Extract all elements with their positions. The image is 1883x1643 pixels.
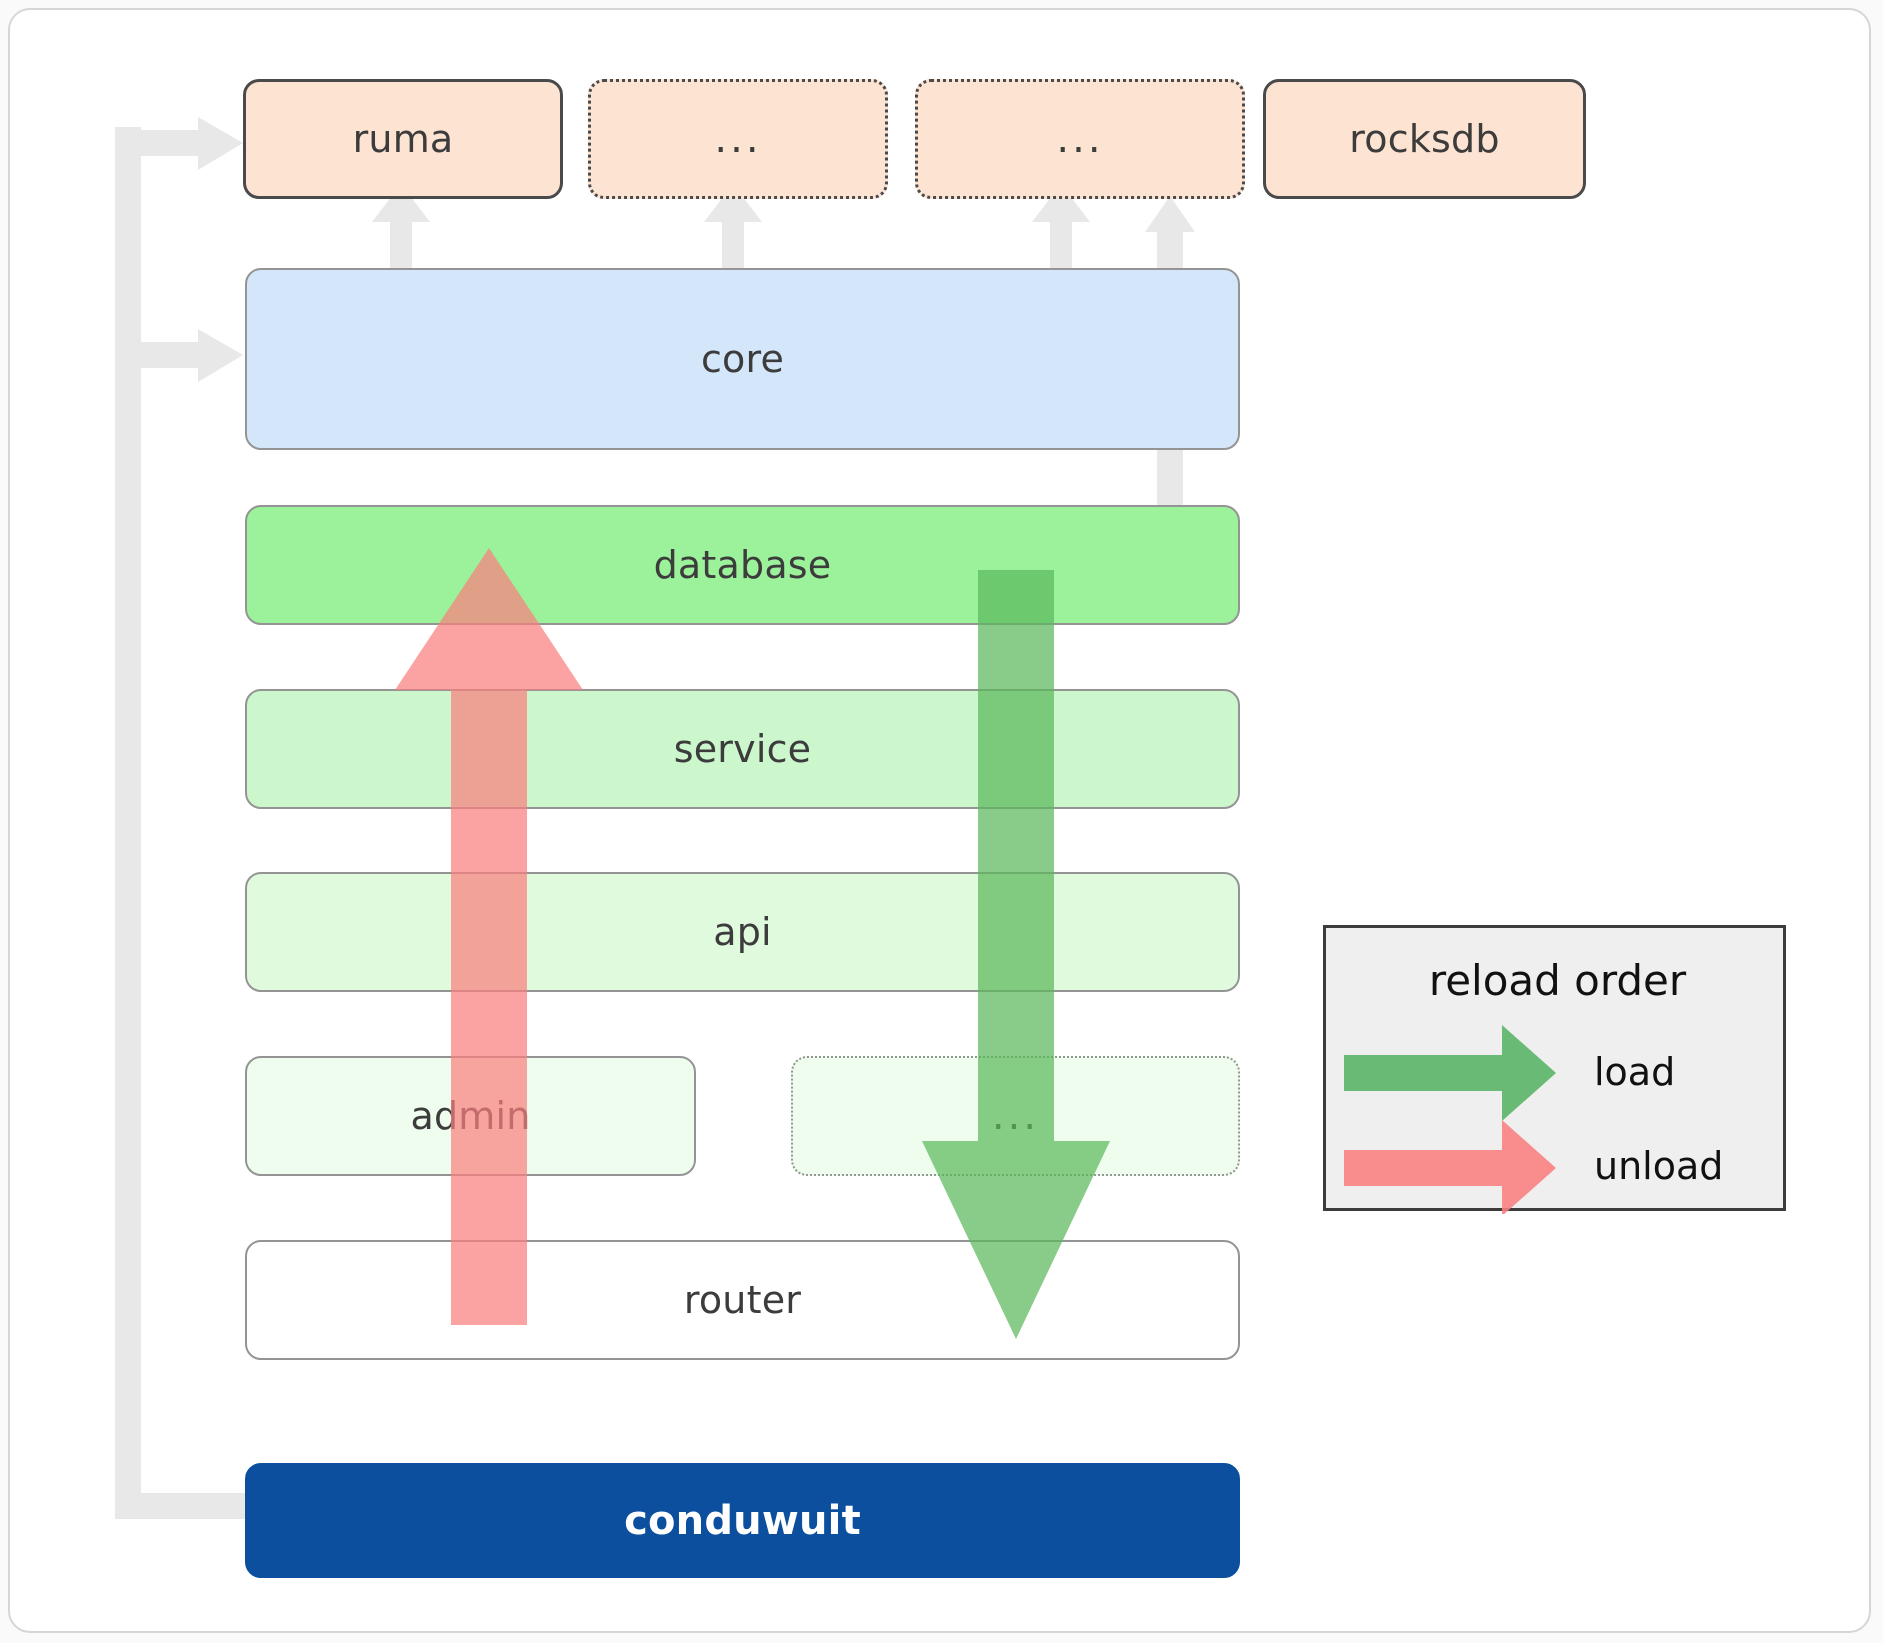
legend-box: reload order load unload bbox=[1323, 925, 1786, 1214]
legend-unload-arrow bbox=[1344, 1120, 1556, 1214]
layer-box-router[interactable]: router bbox=[245, 1240, 1240, 1360]
dependency-box-placeholder-1[interactable]: ... bbox=[588, 79, 888, 199]
dependency-label-placeholder-1: ... bbox=[714, 116, 762, 162]
layer-box-api[interactable]: api bbox=[245, 872, 1240, 992]
legend-title: reload order bbox=[1428, 956, 1687, 1005]
dependency-label-ruma: ruma bbox=[352, 117, 454, 161]
layer-label-database: database bbox=[653, 543, 832, 587]
dependency-label-placeholder-2: ... bbox=[1056, 116, 1104, 162]
legend-load-arrow bbox=[1344, 1025, 1556, 1121]
dependency-box-placeholder-2[interactable]: ... bbox=[915, 79, 1245, 199]
core-box[interactable]: core bbox=[245, 268, 1240, 450]
legend-label-unload: unload bbox=[1594, 1144, 1724, 1188]
layer-label-service: service bbox=[673, 727, 812, 771]
dependency-label-rocksdb: rocksdb bbox=[1349, 117, 1500, 161]
layer-label-placeholder: ... bbox=[991, 1093, 1040, 1139]
layer-box-placeholder[interactable]: ... bbox=[791, 1056, 1240, 1176]
layer-box-admin[interactable]: admin bbox=[245, 1056, 696, 1176]
dependency-box-ruma[interactable]: ruma bbox=[243, 79, 563, 199]
layer-label-admin: admin bbox=[410, 1094, 531, 1138]
legend-label-load: load bbox=[1594, 1050, 1676, 1094]
layer-label-api: api bbox=[713, 910, 772, 954]
legend-arrows bbox=[1344, 1025, 1556, 1214]
root-box-conduwuit[interactable]: conduwuit bbox=[245, 1463, 1240, 1578]
layer-label-router: router bbox=[683, 1278, 802, 1322]
root-label-conduwuit: conduwuit bbox=[624, 1497, 861, 1544]
layer-box-database[interactable]: database bbox=[245, 505, 1240, 625]
core-label: core bbox=[700, 337, 785, 381]
layer-box-service[interactable]: service bbox=[245, 689, 1240, 809]
dependency-box-rocksdb[interactable]: rocksdb bbox=[1263, 79, 1586, 199]
